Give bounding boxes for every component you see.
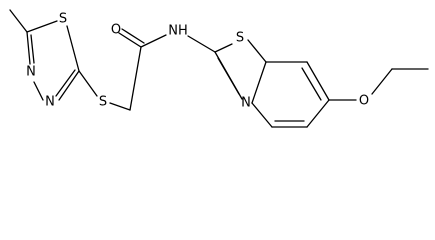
bond — [251, 102, 273, 128]
bond — [140, 34, 167, 48]
bond — [371, 68, 393, 95]
atom-label-s-thioether: S — [99, 95, 107, 110]
atom-label-s-thiazole: S — [236, 31, 244, 46]
bond — [55, 69, 76, 97]
atom-label-o-ether: O — [359, 94, 369, 109]
bond — [58, 70, 80, 101]
bond — [66, 25, 80, 72]
atom-label-n-thiadiazole-a: N — [26, 65, 36, 80]
atom-label-n-thiazole: N — [241, 96, 251, 111]
atom-label-n-thiadiazole-b: N — [45, 95, 55, 110]
atom-label-o-carbonyl: O — [111, 23, 121, 38]
bond — [33, 81, 44, 101]
bond — [9, 9, 28, 33]
atom-labels: S N N S O NH S N O — [26, 12, 369, 111]
bond — [30, 34, 35, 64]
bond — [301, 67, 322, 101]
bond — [217, 57, 240, 95]
molecule-structure: S N N S O NH S N O — [9, 9, 429, 128]
bond — [26, 31, 31, 65]
bonds — [9, 9, 429, 128]
bond — [26, 20, 58, 33]
bond — [306, 99, 330, 128]
bond — [306, 61, 330, 101]
bond — [129, 46, 142, 111]
bond — [251, 61, 267, 104]
bond — [78, 70, 98, 97]
bond — [118, 32, 142, 48]
atom-label-s-thiadiazole: S — [59, 12, 67, 27]
bond — [109, 102, 131, 111]
bond — [187, 35, 216, 53]
atom-label-nh-amide: NH — [168, 24, 188, 39]
bond — [214, 43, 233, 53]
bond — [121, 28, 145, 44]
bond — [247, 39, 267, 63]
